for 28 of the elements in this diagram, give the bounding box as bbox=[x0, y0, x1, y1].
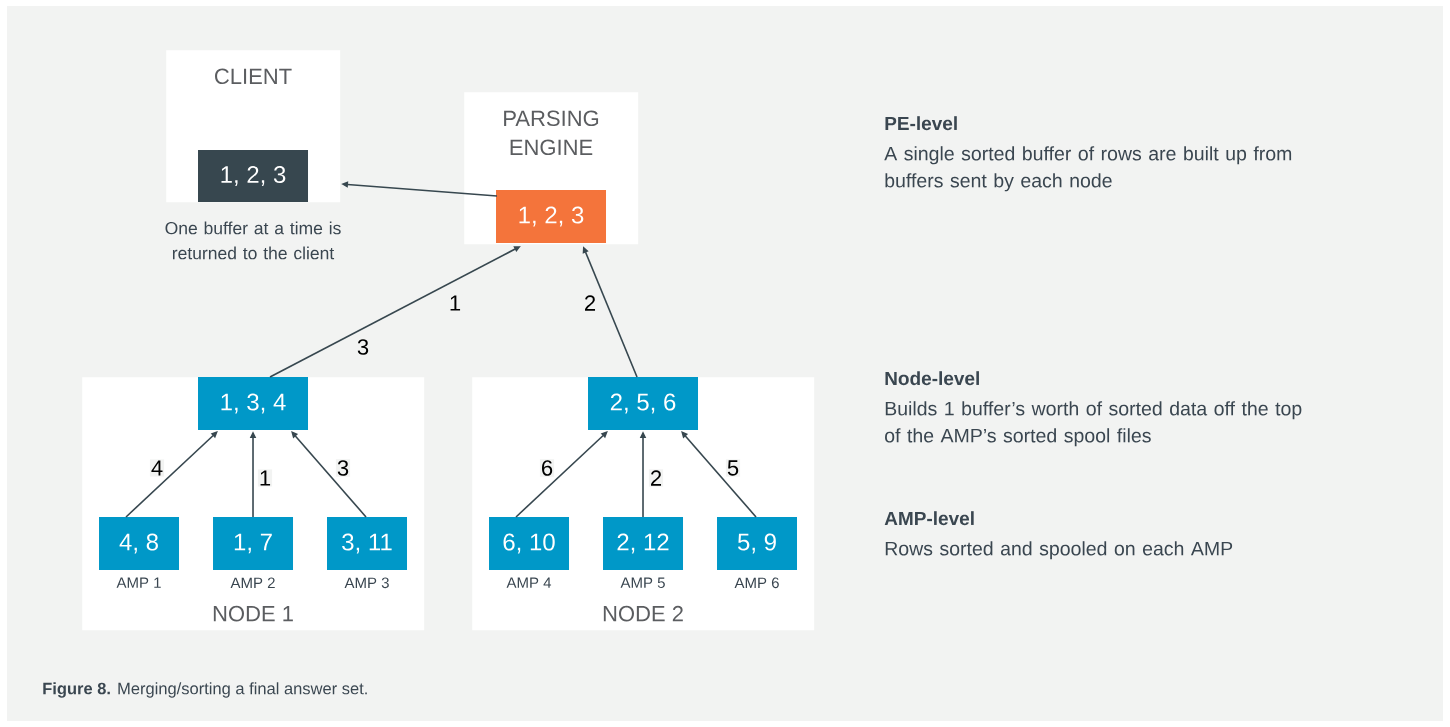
arrow bbox=[681, 431, 757, 518]
buffer-box: 3, 11 bbox=[327, 517, 407, 570]
arrow bbox=[125, 431, 218, 518]
buffer-box: 1, 3, 4 bbox=[198, 377, 308, 430]
amp-label: AMP 6 bbox=[734, 577, 779, 589]
amp-label: AMP 3 bbox=[344, 577, 389, 589]
buffer-box: 1, 2, 3 bbox=[496, 190, 606, 243]
buffer-box: 2, 12 bbox=[603, 517, 683, 570]
buffer-box: 1, 7 bbox=[213, 517, 293, 570]
caption-text: One buffer at a time is returned to the client bbox=[165, 221, 341, 260]
level-description: Builds 1 buffer’s worth of sorted data off the top of the AMP’s sorted spool files bbox=[885, 401, 1302, 447]
amp-label: AMP 2 bbox=[230, 577, 275, 588]
level-heading: Node-level bbox=[885, 371, 979, 386]
level-description: A single sorted buffer of rows are built up from buffers sent by each node bbox=[884, 146, 1292, 192]
amp-label: AMP 5 bbox=[620, 577, 665, 588]
arrow bbox=[291, 431, 367, 518]
level-description: Rows sorted and spooled on each AMP bbox=[885, 541, 1233, 560]
level-heading: PE-level bbox=[885, 116, 957, 131]
figure-caption: Figure 8. Merging/sorting a final answer set. bbox=[43, 682, 367, 698]
arrow bbox=[515, 431, 608, 518]
buffer-box: 2, 5, 6 bbox=[588, 377, 698, 430]
amp-label: AMP 4 bbox=[506, 577, 552, 588]
amp-label: AMP 1 bbox=[116, 577, 161, 588]
level-heading: AMP-level bbox=[884, 511, 974, 526]
buffer-box: 4, 8 bbox=[99, 517, 179, 570]
buffer-box: 6, 10 bbox=[489, 517, 569, 570]
buffer-box: 1, 2, 3 bbox=[198, 150, 308, 202]
buffer-box: 5, 9 bbox=[717, 517, 797, 570]
